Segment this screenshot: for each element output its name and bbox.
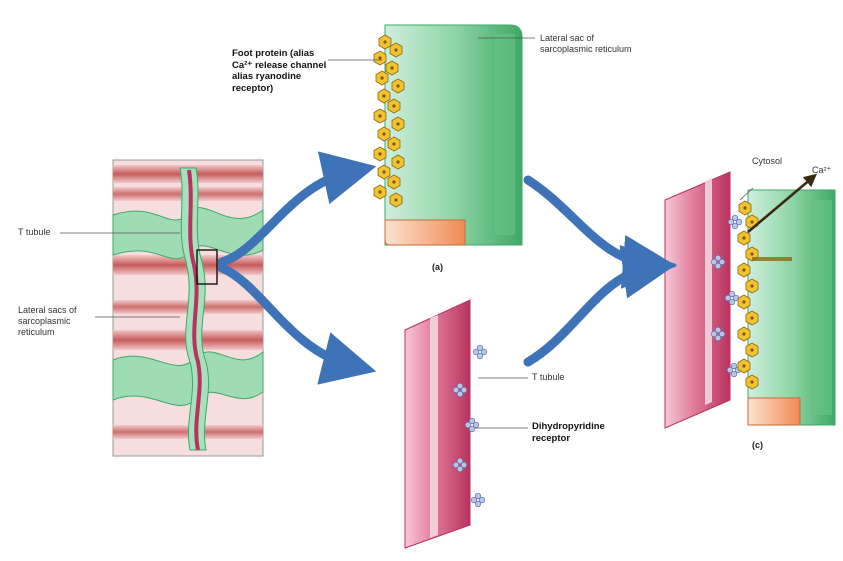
panel-c-junction	[665, 172, 835, 428]
muscle-fiber-illustration	[113, 160, 263, 456]
label-panel-c: (c)	[752, 440, 763, 451]
label-ca-ion: Ca²⁺	[812, 165, 831, 176]
label-cytosol: Cytosol	[752, 156, 782, 167]
arrow-b-to-c	[528, 268, 650, 362]
label-panel-a: (a)	[432, 262, 443, 273]
label-lateral-sac: Lateral sac of sarcoplasmic reticulum	[540, 33, 635, 55]
arrow-a-to-c	[528, 180, 650, 264]
panel-a-sr-sac	[374, 25, 522, 245]
label-t-tubule-right: T tubule	[532, 372, 592, 383]
panel-b-t-tubule	[405, 300, 487, 548]
label-lateral-sacs-left: Lateral sacs of sarcoplasmic reticulum	[18, 305, 96, 338]
label-foot-protein: Foot protein (alias Ca²⁺ release channel…	[232, 48, 332, 94]
label-t-tubule-left: T tubule	[18, 227, 68, 238]
label-dhp-receptor: Dihydropyridine receptor	[532, 421, 627, 444]
